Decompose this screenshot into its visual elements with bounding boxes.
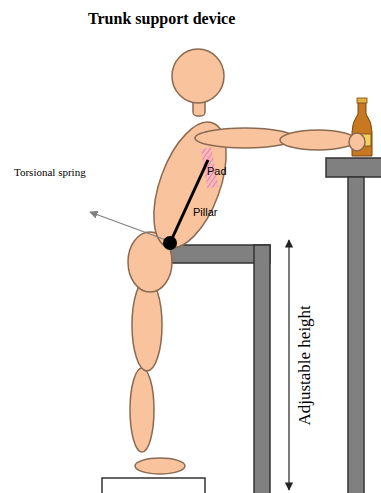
human-figure [128, 49, 365, 474]
bar-table [326, 158, 381, 493]
part-label: Torsional spring [14, 166, 86, 178]
dimension-label: Adjustable height [296, 305, 315, 425]
dimension-arrow [288, 240, 289, 490]
support-stand [168, 245, 270, 493]
part-label: Pillar [193, 206, 217, 218]
pillar [170, 160, 208, 243]
floor-step [102, 478, 205, 493]
torsional-spring [163, 236, 177, 250]
leader-arrow [90, 212, 166, 240]
part-label: Pad [207, 165, 227, 177]
diagram-title: Trunk support device [88, 10, 235, 28]
